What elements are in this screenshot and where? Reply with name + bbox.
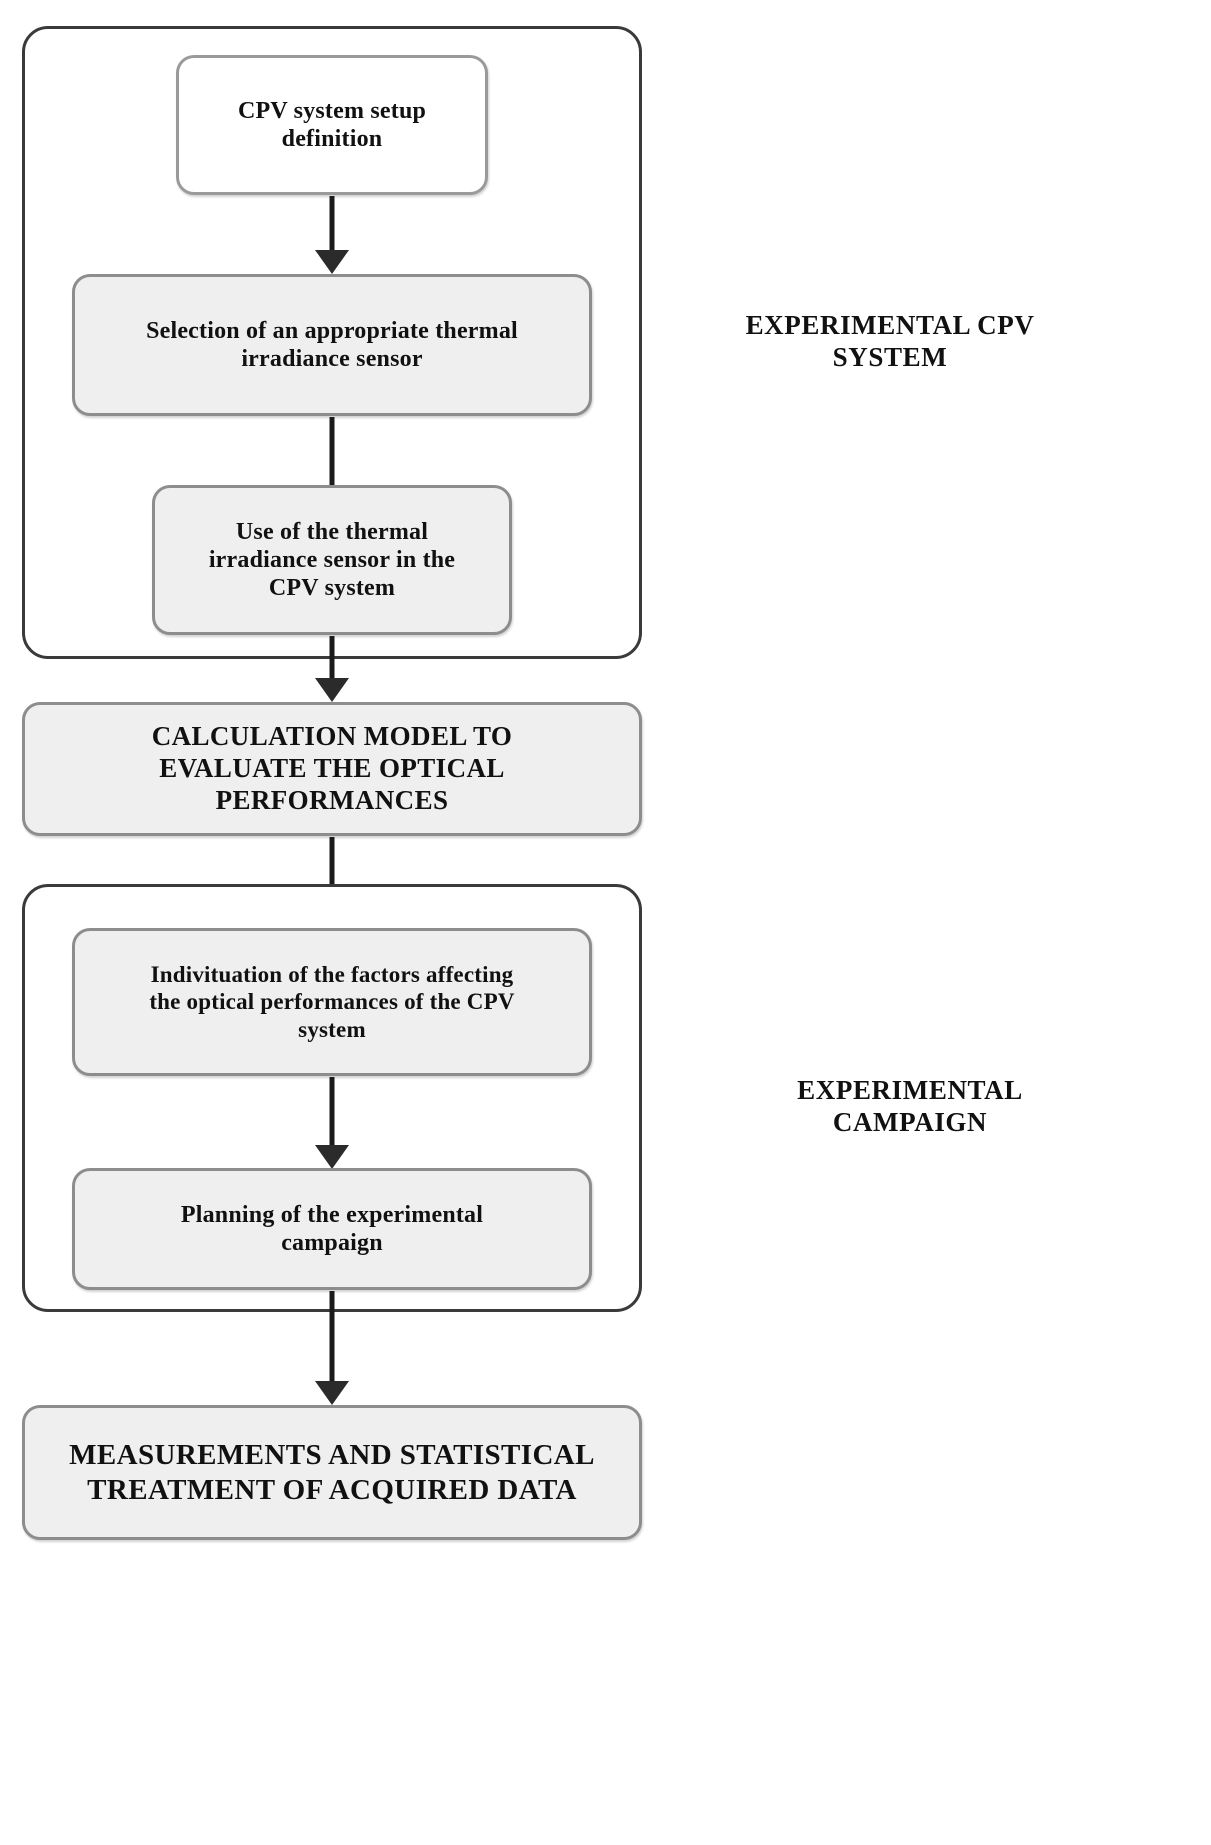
arrow-head (315, 250, 349, 274)
arrow-setup-to-selection (312, 196, 352, 274)
arrow-shaft (329, 1291, 335, 1383)
arrow-head (315, 678, 349, 702)
arrow-shaft (329, 636, 335, 680)
node-label: CALCULATION MODEL TO EVALUATE THE OPTICA… (151, 721, 513, 815)
node-planning-experimental-campaign[interactable]: Planning of the experimental campaign (72, 1168, 592, 1290)
arrow-head (315, 1145, 349, 1169)
node-label: Selection of an appropriate thermal irra… (146, 317, 518, 372)
node-label: CPV system setup definition (237, 97, 427, 152)
node-use-thermal-irradiance-sensor-main[interactable]: Use of the thermal irradiance sensor in … (152, 485, 512, 635)
arrow-planning-to-measurements (312, 1291, 352, 1405)
node-label: Use of the thermal irradiance sensor in … (208, 518, 456, 602)
node-calculation-model[interactable]: CALCULATION MODEL TO EVALUATE THE OPTICA… (22, 702, 642, 836)
arrow-use-to-calculation (312, 636, 352, 702)
node-label: MEASUREMENTS AND STATISTICAL TREATMENT O… (69, 1439, 595, 1506)
node-label: Planning of the experimental campaign (180, 1201, 484, 1256)
node-measurements-statistical-treatment[interactable]: MEASUREMENTS AND STATISTICAL TREATMENT O… (22, 1405, 642, 1540)
arrow-shaft (329, 837, 335, 905)
node-selection-thermal-irradiance-sensor[interactable]: Selection of an appropriate thermal irra… (72, 274, 592, 416)
node-cpv-system-setup-definition[interactable]: CPV system setup definition (176, 55, 488, 195)
node-indivituation-factors[interactable]: Indivituation of the factors affecting t… (72, 928, 592, 1076)
arrow-shaft (329, 417, 335, 545)
node-label: Indivituation of the factors affecting t… (149, 962, 515, 1042)
arrow-head (315, 1381, 349, 1405)
stage-label-experimental-cpv-system: EXPERIMENTAL CPV SYSTEM (745, 310, 1035, 372)
stage-label-experimental-campaign: EXPERIMENTAL CAMPAIGN (797, 1075, 1023, 1137)
arrow-indivituation-to-planning (312, 1077, 352, 1169)
arrow-shaft (329, 196, 335, 252)
arrow-shaft (329, 1077, 335, 1147)
